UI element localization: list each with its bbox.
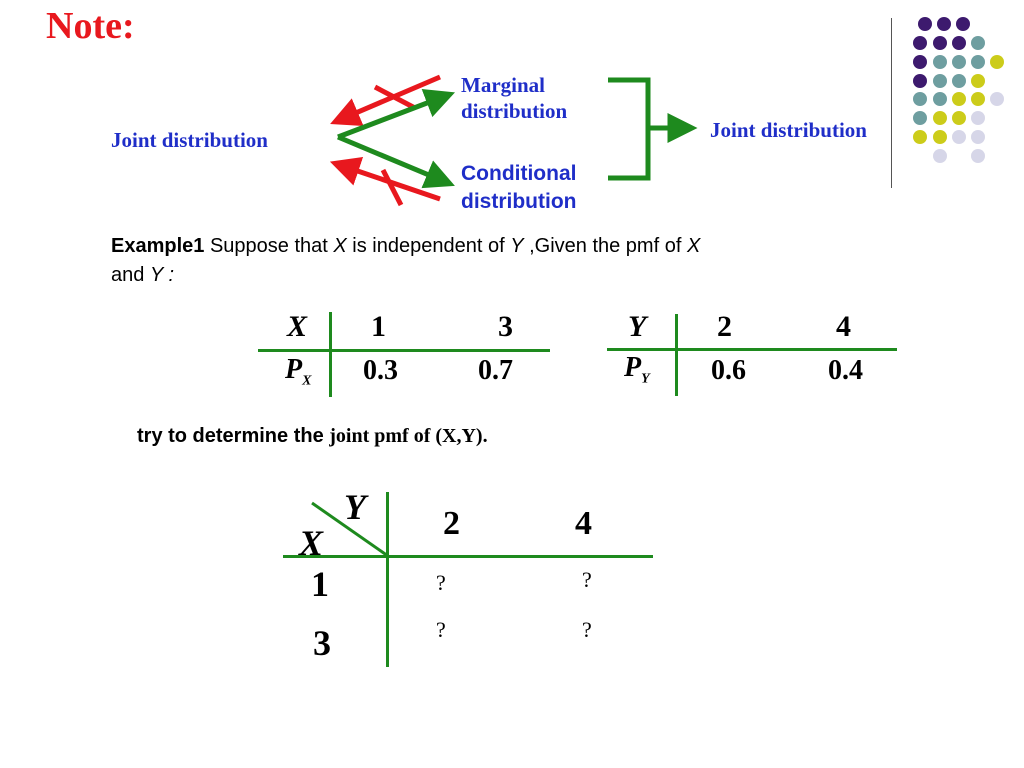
var-x: X <box>333 235 347 257</box>
p-subscript: Y <box>641 371 650 387</box>
marginal-line-2: distribution <box>461 99 568 123</box>
var-y: Y <box>510 235 524 257</box>
table-y-var: Y <box>628 310 647 343</box>
conditional-line-1: Conditional <box>461 162 577 185</box>
deco-dot <box>971 111 985 125</box>
joint-row-var: X <box>299 523 324 563</box>
joint-cell: ? <box>436 617 446 642</box>
relation-diagram <box>329 74 698 207</box>
table-x-prob: 0.7 <box>478 355 513 386</box>
table-divider <box>675 314 678 396</box>
deco-dot <box>952 55 966 69</box>
deco-dot <box>971 74 985 88</box>
joint-cell: ? <box>436 570 446 595</box>
deco-dot <box>913 36 927 50</box>
joint-cell: ? <box>582 567 592 592</box>
p-symbol: P <box>285 354 303 385</box>
table-x-prob-label: PX <box>285 354 311 390</box>
p-symbol: P <box>624 352 642 383</box>
var-y: Y <box>149 264 163 286</box>
deco-dot <box>913 92 927 106</box>
example-text: is independent of <box>346 235 511 257</box>
decorative-divider <box>891 18 892 188</box>
prompt-text: try to determine the <box>137 425 330 447</box>
task-prompt: try to determine the joint pmf of (X,Y). <box>137 425 488 448</box>
deco-dot <box>918 17 932 31</box>
deco-dot <box>913 130 927 144</box>
table-y-prob: 0.4 <box>828 355 863 386</box>
deco-dot <box>952 92 966 106</box>
deco-dot <box>952 130 966 144</box>
deco-dot <box>913 74 927 88</box>
table-divider <box>607 348 897 351</box>
joint-cell: ? <box>582 617 592 642</box>
table-x-value: 1 <box>371 310 386 343</box>
joint-row-header: 3 <box>313 623 331 663</box>
table-y-prob-label: PY <box>624 352 650 388</box>
table-y-value: 2 <box>717 310 732 343</box>
table-x-prob: 0.3 <box>363 355 398 386</box>
joint-distribution-right-label: Joint distribution <box>710 118 867 142</box>
deco-dot <box>933 36 947 50</box>
table-x-value: 3 <box>498 310 513 343</box>
deco-dot <box>937 17 951 31</box>
deco-dot <box>933 111 947 125</box>
deco-dot <box>913 55 927 69</box>
deco-dot <box>933 149 947 163</box>
joint-col-header: 2 <box>443 505 460 542</box>
prompt-math-text: joint pmf of (X,Y). <box>329 425 488 447</box>
deco-dot <box>956 17 970 31</box>
table-divider <box>329 312 332 397</box>
conditional-line-2: distribution <box>461 190 577 213</box>
example-statement: Example1 Suppose that X is independent o… <box>111 232 700 290</box>
joint-row-header: 1 <box>311 564 329 604</box>
deco-dot <box>971 149 985 163</box>
header-diagonal <box>311 501 389 558</box>
deco-dot <box>971 55 985 69</box>
joint-to-marginal-arrow <box>337 89 456 140</box>
deco-dot <box>971 36 985 50</box>
example-label: Example1 <box>111 235 205 257</box>
deco-dot <box>933 130 947 144</box>
example-line-1: Example1 Suppose that X is independent o… <box>111 232 700 261</box>
table-y-value: 4 <box>836 310 851 343</box>
example-text: ,Given the pmf of <box>523 235 687 257</box>
table-divider <box>283 555 653 558</box>
cross-mark <box>380 168 404 207</box>
deco-dot <box>952 111 966 125</box>
marginal-line-1: Marginal <box>461 73 545 97</box>
example-line-2: and Y : <box>111 261 700 290</box>
example-text: and <box>111 264 150 286</box>
example-text: : <box>162 264 175 286</box>
conditional-distribution-label: Conditional distribution <box>461 160 576 216</box>
joint-col-header: 4 <box>575 505 592 542</box>
table-x-var: X <box>287 310 308 343</box>
joint-to-conditional-arrow <box>337 134 455 189</box>
deco-dot <box>990 92 1004 106</box>
deco-dot <box>933 55 947 69</box>
table-y-prob: 0.6 <box>711 355 746 386</box>
deco-dot <box>971 130 985 144</box>
marginal-distribution-label: Marginal distribution <box>461 72 567 124</box>
deco-dot <box>971 92 985 106</box>
var-x: X <box>686 235 701 257</box>
joint-distribution-left-label: Joint distribution <box>111 128 268 152</box>
cross-mark <box>373 84 417 111</box>
deco-dot <box>933 92 947 106</box>
marginal-to-joint-arrow <box>330 74 441 126</box>
example-text: Suppose that <box>204 235 334 257</box>
joint-col-var: Y <box>344 487 366 527</box>
deco-dot <box>990 55 1004 69</box>
table-divider <box>258 349 550 352</box>
deco-dot <box>933 74 947 88</box>
p-subscript: X <box>302 373 312 389</box>
deco-dot <box>952 36 966 50</box>
deco-dot <box>913 111 927 125</box>
table-divider <box>386 492 389 667</box>
deco-dot <box>952 74 966 88</box>
slide-title: Note: <box>46 5 135 47</box>
